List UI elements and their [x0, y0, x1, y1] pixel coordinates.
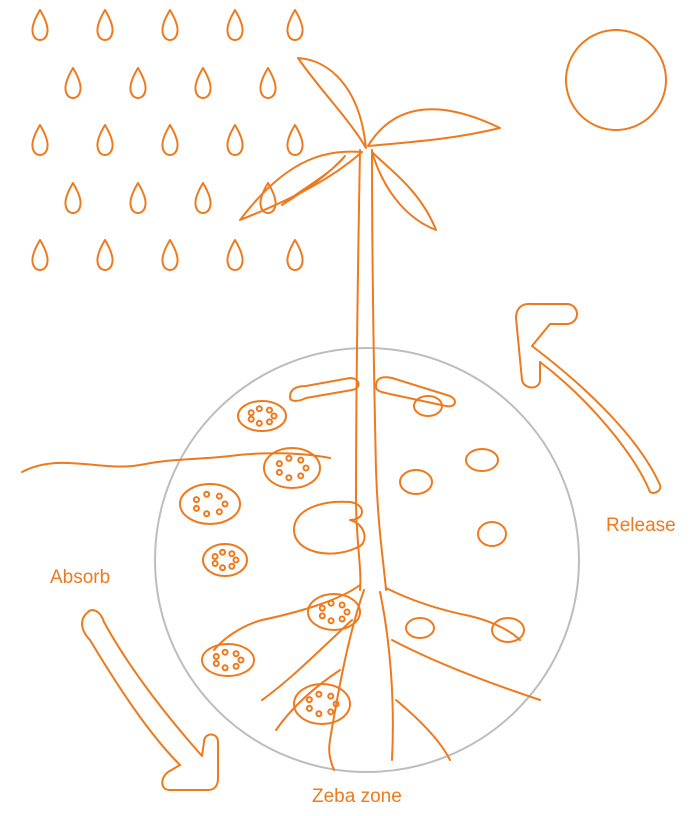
raindrop-icon	[195, 68, 210, 98]
raindrop-icon	[195, 183, 210, 213]
cell-shape	[294, 502, 365, 554]
zeba-granule-icon	[202, 644, 254, 676]
rain-drops	[32, 10, 302, 270]
raindrop-icon	[287, 125, 302, 155]
raindrop-icon	[65, 183, 80, 213]
zeba-granule-icon	[203, 544, 247, 576]
zeba-zone-circle	[155, 348, 579, 772]
capsule	[290, 378, 359, 401]
raindrop-icon	[97, 240, 112, 270]
zeba-zone-label: Zeba zone	[312, 786, 402, 808]
raindrop-icon	[227, 125, 242, 155]
sun-icon	[566, 30, 666, 130]
raindrop-icon	[227, 10, 242, 40]
raindrop-icon	[32, 240, 47, 270]
raindrop-icon	[97, 125, 112, 155]
absorb-label: Absorb	[50, 567, 110, 589]
curved-arrow-down-icon	[82, 610, 218, 790]
raindrop-icon	[97, 10, 112, 40]
raindrop-icon	[227, 240, 242, 270]
zeba-granule-icon	[238, 401, 286, 431]
raindrop-icon	[32, 125, 47, 155]
hydrated-granule-icon	[414, 396, 442, 416]
raindrop-icon	[130, 183, 145, 213]
plant-icon	[240, 58, 500, 590]
raindrop-icon	[65, 68, 80, 98]
root-system-icon	[214, 585, 540, 770]
raindrop-icon	[32, 10, 47, 40]
hydrated-granule-icon	[466, 449, 498, 471]
hydrated-granule-icon	[406, 618, 434, 638]
zeba-granule-icon	[294, 684, 350, 724]
release-label: Release	[606, 515, 676, 537]
raindrop-icon	[287, 240, 302, 270]
raindrop-icon	[287, 10, 302, 40]
hydrated-granule-icon	[478, 522, 506, 546]
hydrated-granule-icon	[400, 470, 432, 494]
zeba-granule-icon	[180, 484, 240, 524]
raindrop-icon	[162, 10, 177, 40]
raindrop-icon	[130, 68, 145, 98]
curved-arrow-up-icon	[516, 304, 660, 493]
raindrop-icon	[260, 68, 275, 98]
raindrop-icon	[162, 240, 177, 270]
raindrop-icon	[162, 125, 177, 155]
